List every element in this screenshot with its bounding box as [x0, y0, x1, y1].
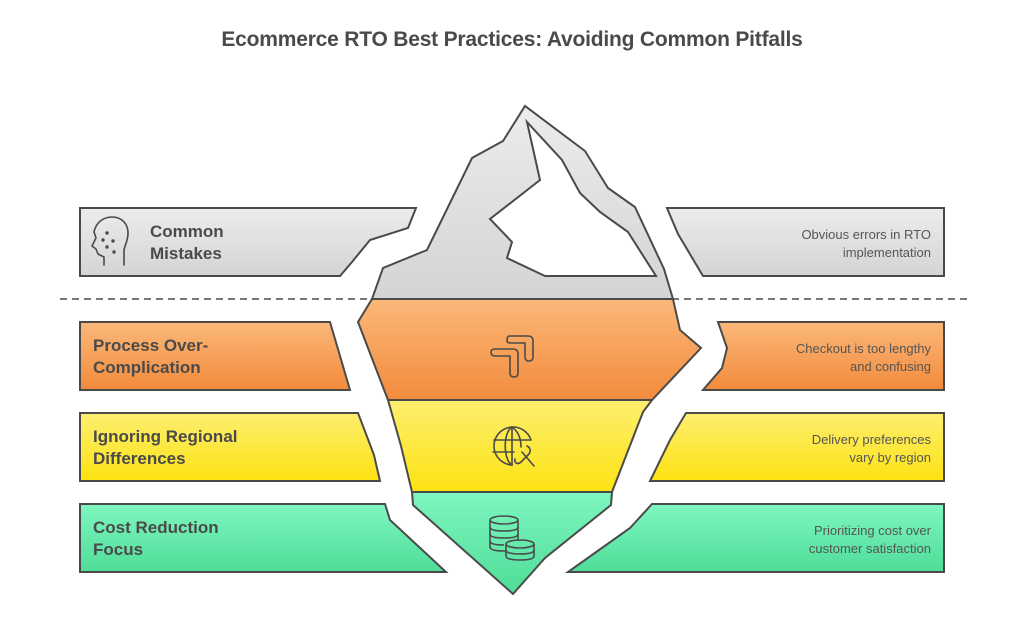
desc-line: Prioritizing cost over [813, 523, 931, 538]
route-arrow-icon [490, 335, 534, 378]
label-line: Common [150, 222, 224, 241]
label-line: Process Over- [93, 336, 209, 355]
label-line: Cost Reduction [93, 518, 219, 537]
iceberg-cost-layer [410, 491, 614, 596]
label-line: Mistakes [150, 244, 222, 263]
label-line: Ignoring Regional [93, 427, 238, 446]
layer-label-ignoring-regional-differences: Ignoring Regional Differences [93, 426, 238, 470]
desc-line: Delivery preferences [811, 432, 931, 447]
desc-line: customer satisfaction [808, 541, 931, 556]
layer-desc-common-mistakes: Obvious errors in RTO implementation [801, 226, 931, 262]
layer-label-process-over-complication: Process Over- Complication [93, 335, 208, 379]
label-line: Focus [93, 540, 144, 559]
label-line: Differences [93, 449, 186, 468]
layer-label-common-mistakes: Common Mistakes [150, 221, 224, 265]
label-line: Complication [93, 358, 201, 377]
band-right-common-mistakes [665, 207, 945, 277]
layer-desc-ignoring-regional-differences: Delivery preferences vary by region [812, 431, 931, 467]
layer-label-cost-reduction-focus: Cost Reduction Focus [93, 517, 219, 561]
head-with-dots-icon [91, 216, 129, 266]
desc-line: and confusing [850, 359, 931, 374]
band-left-regional [79, 412, 382, 482]
band-right-process [700, 321, 945, 391]
diagram-title: Ecommerce RTO Best Practices: Avoiding C… [221, 28, 803, 51]
desc-line: Obvious errors in RTO [801, 227, 931, 242]
desc-line: vary by region [849, 450, 931, 465]
coin-stacks-icon [489, 515, 535, 561]
band-left-common-mistakes [79, 207, 418, 277]
globe-unlinked-icon [492, 426, 535, 467]
layer-desc-cost-reduction-focus: Prioritizing cost over customer satisfac… [809, 522, 931, 558]
iceberg-process-layer [356, 298, 703, 401]
layer-desc-process-over-complication: Checkout is too lengthy and confusing [796, 340, 931, 376]
iceberg-highlight [488, 118, 658, 277]
desc-line: Checkout is too lengthy [795, 341, 931, 356]
iceberg-regional-layer [386, 399, 654, 493]
band-right-regional [648, 412, 945, 482]
desc-line: implementation [842, 245, 931, 260]
band-left-cost [79, 503, 449, 573]
band-right-cost [564, 503, 945, 573]
band-left-process [79, 321, 352, 391]
